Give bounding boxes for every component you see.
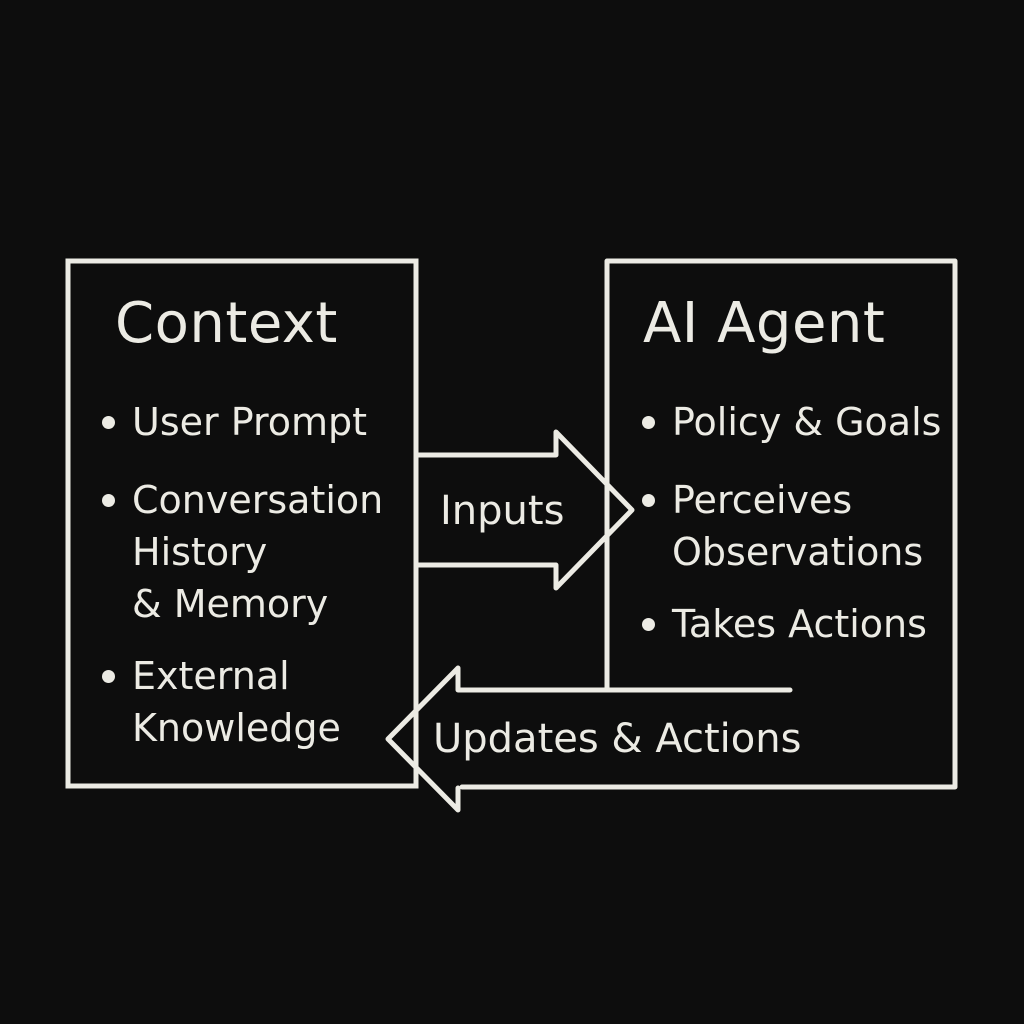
bullet-dot [642,416,655,429]
agent-item-label: Perceives Observations [672,478,924,574]
feedback-arrow-label: Updates & Actions [433,716,802,762]
inputs-arrow [415,429,635,591]
context-item-user-prompt: User Prompt [102,396,383,448]
context-item-list: User Prompt Conversation History & Memor… [102,396,383,754]
context-box-border [65,258,419,789]
context-item-external-knowledge: External Knowledge [102,650,383,754]
context-item-conversation-history: Conversation History & Memory [102,474,383,630]
agent-item-list: Policy & Goals Perceives Observations Ta… [642,396,941,650]
context-item-label: Conversation History & Memory [132,478,384,626]
agent-item-perceives-observations: Perceives Observations [642,474,941,578]
bullet-dot [642,494,655,507]
context-title: Context [115,291,338,356]
feedback-arrow [385,665,793,813]
bullet-dot [642,618,655,631]
agent-item-label: Takes Actions [672,602,927,646]
agent-box-border [459,258,958,790]
agent-item-takes-actions: Takes Actions [642,598,941,650]
context-item-label: User Prompt [132,400,368,444]
agent-item-label: Policy & Goals [672,400,942,444]
inputs-arrow-label: Inputs [440,488,565,534]
context-item-label: External Knowledge [132,654,341,750]
agent-title: AI Agent [643,291,886,356]
bullet-dot [102,416,115,429]
agent-item-policy-goals: Policy & Goals [642,396,941,448]
bullet-dot [102,494,115,507]
bullet-dot [102,670,115,683]
